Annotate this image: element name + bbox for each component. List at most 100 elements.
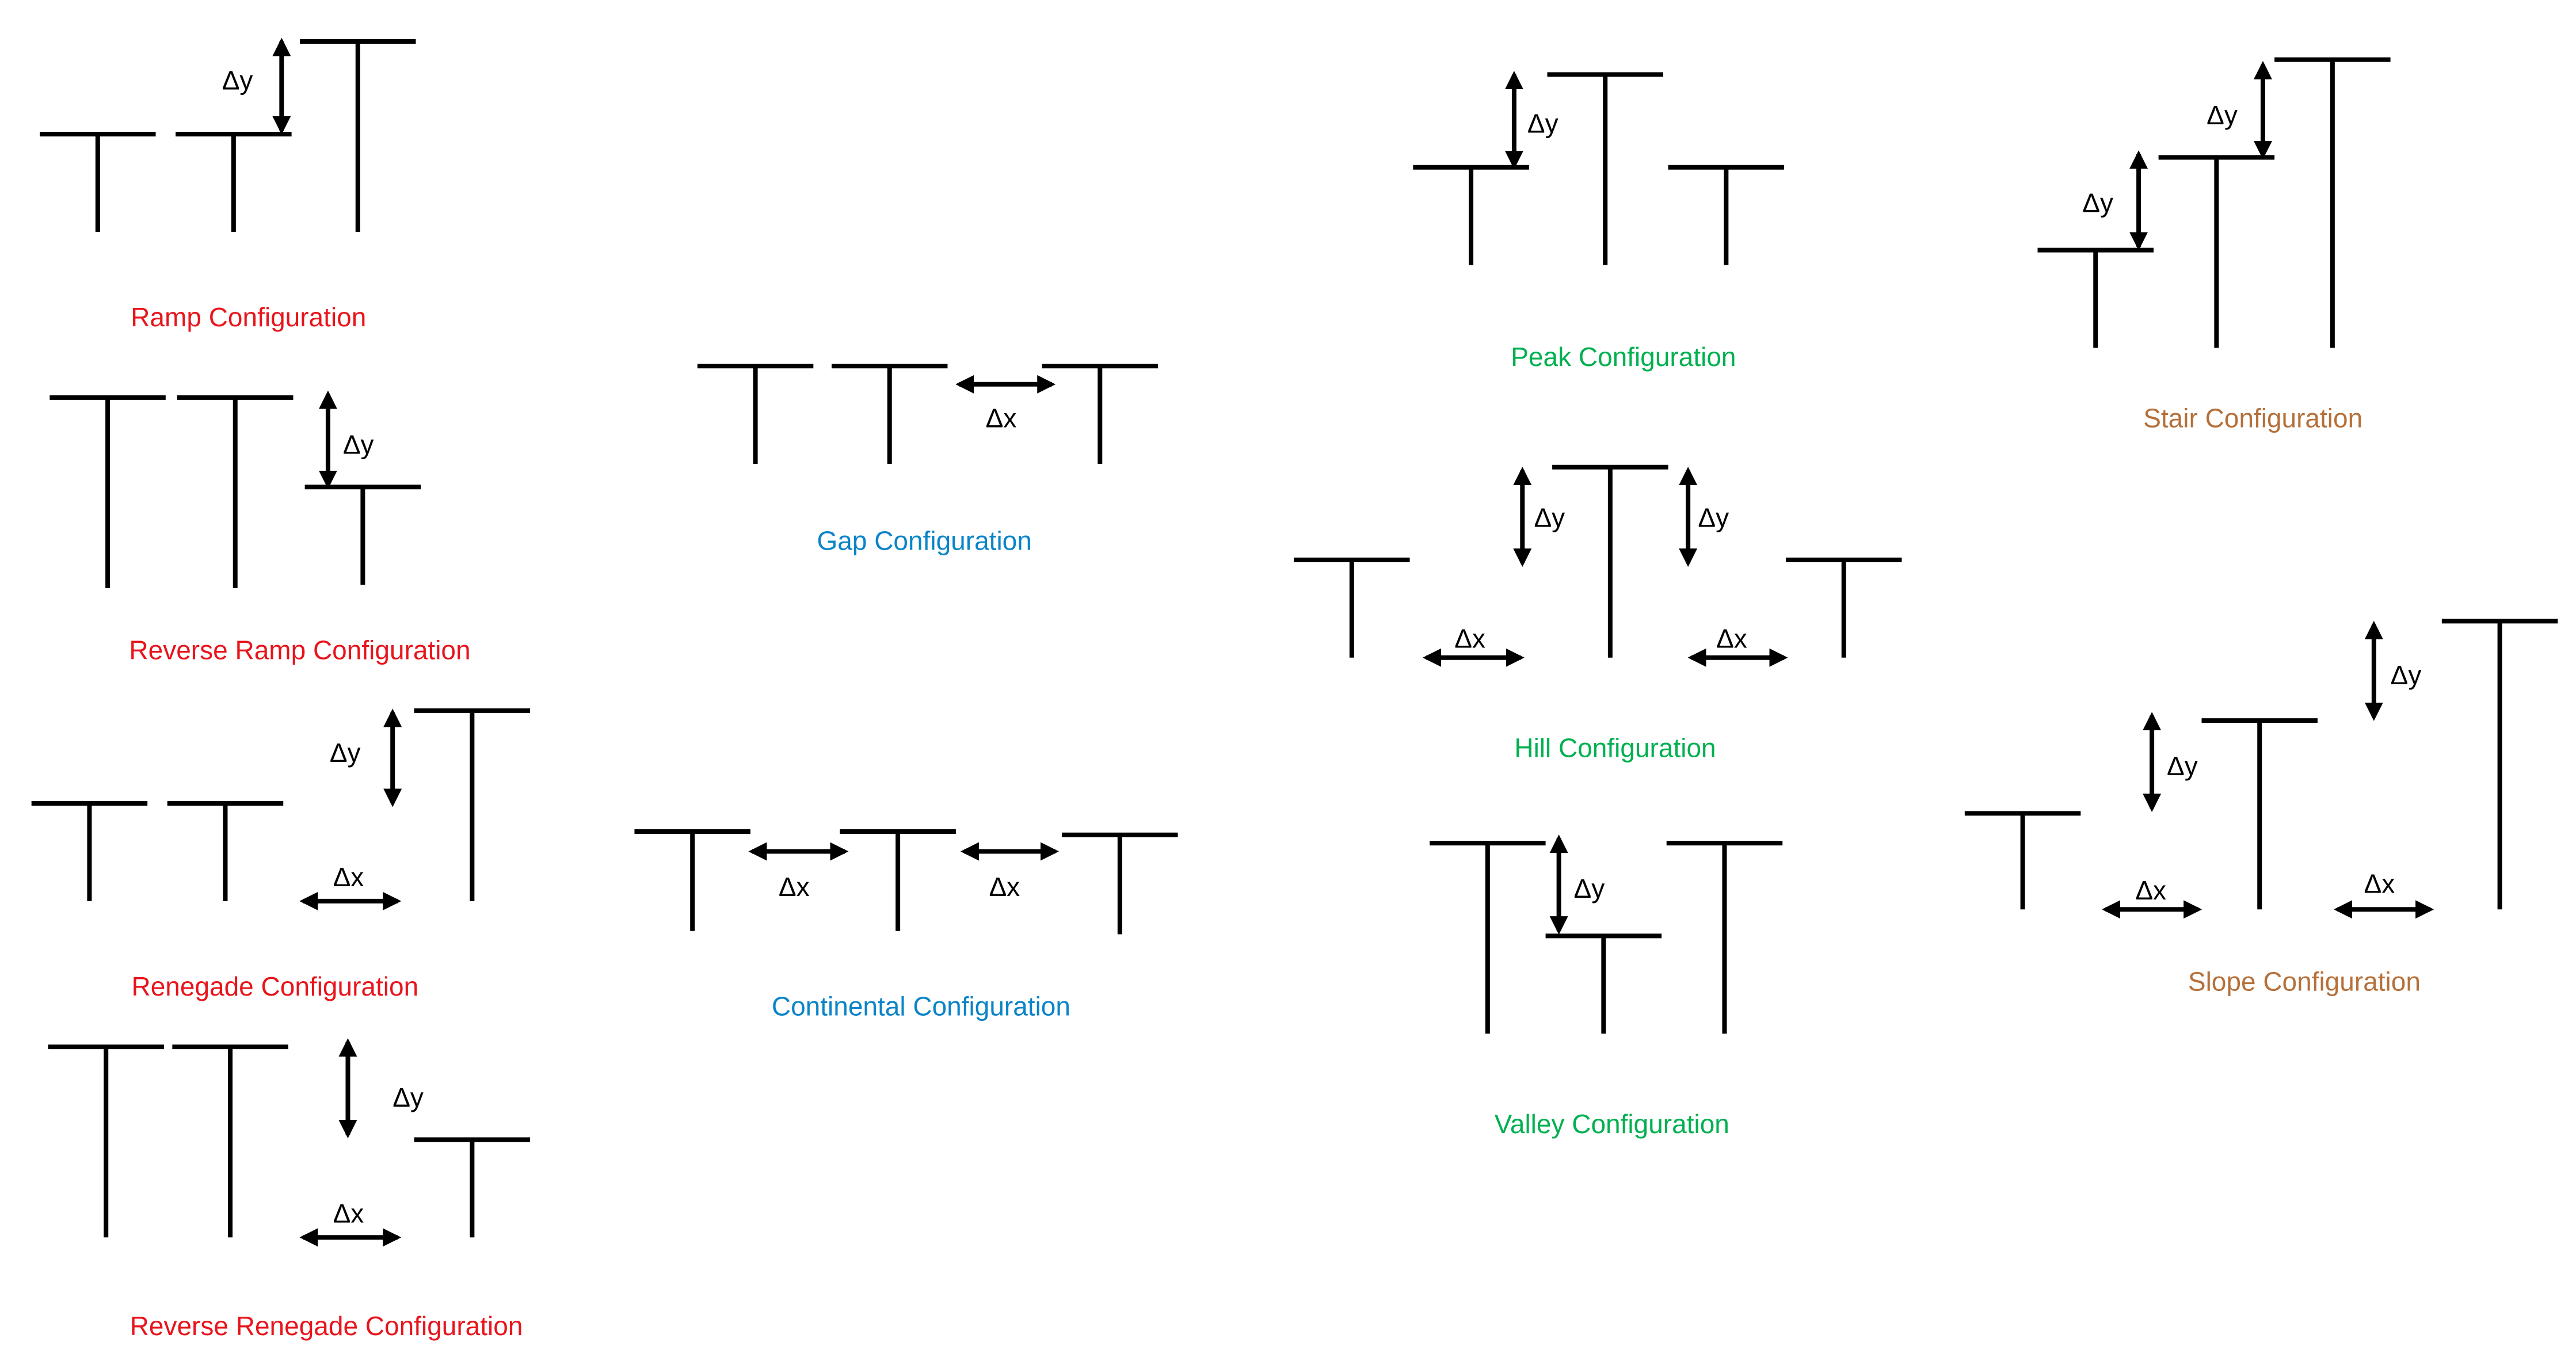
t-post bbox=[1964, 811, 2081, 910]
t-post bbox=[840, 829, 956, 931]
t-post bbox=[634, 829, 750, 931]
t-post bbox=[1545, 933, 1662, 1034]
peak-caption: Peak Configuration bbox=[1511, 342, 1736, 372]
delta-y-arrow: Δy bbox=[330, 708, 402, 807]
t-post bbox=[2158, 155, 2275, 348]
t-post bbox=[1062, 832, 1178, 935]
continental-shape: Δx Δx bbox=[634, 829, 1178, 935]
delta-y-arrow: Δy bbox=[2082, 150, 2148, 251]
delta-y-arrow: Δy bbox=[318, 390, 374, 489]
ramp-caption: Ramp Configuration bbox=[131, 302, 366, 332]
t-post bbox=[31, 801, 148, 901]
t-post bbox=[177, 395, 294, 588]
valley-caption: Valley Configuration bbox=[1495, 1109, 1729, 1139]
t-post bbox=[2037, 247, 2154, 348]
t-post bbox=[300, 39, 416, 232]
delta-y-arrow: Δy bbox=[222, 37, 291, 135]
t-post bbox=[40, 132, 156, 232]
reverse-renegade-caption: Reverse Renegade Configuration bbox=[130, 1311, 523, 1341]
delta-y-arrow: Δy bbox=[1504, 71, 1558, 170]
delta-y-label: Δy bbox=[2391, 660, 2422, 690]
delta-x-label: Δx bbox=[1716, 623, 1747, 653]
renegade-caption: Renegade Configuration bbox=[131, 971, 418, 1001]
ramp-shape: Δy bbox=[40, 37, 416, 232]
delta-x-label: Δx bbox=[333, 862, 364, 892]
t-post bbox=[1552, 464, 1668, 658]
delta-x-label: Δx bbox=[986, 403, 1017, 433]
delta-x-arrow: Δx bbox=[2102, 875, 2202, 919]
t-post bbox=[167, 801, 284, 901]
t-post bbox=[49, 395, 166, 588]
delta-x-label: Δx bbox=[333, 1198, 364, 1228]
valley-shape: Δy bbox=[1430, 834, 1783, 1034]
delta-y-arrow: Δy bbox=[2143, 712, 2198, 813]
peak-shape: Δy bbox=[1413, 71, 1785, 265]
delta-x-arrow: Δx bbox=[955, 375, 1056, 433]
t-post bbox=[1042, 364, 1159, 464]
t-post bbox=[2441, 619, 2558, 910]
delta-y-label: Δy bbox=[1527, 108, 1558, 138]
t-post bbox=[1430, 841, 1546, 1034]
delta-x-arrow: Δx bbox=[299, 862, 402, 910]
delta-x-label: Δx bbox=[2364, 868, 2395, 898]
t-post bbox=[414, 1137, 531, 1238]
delta-x-arrow: Δx bbox=[299, 1198, 402, 1247]
delta-y-arrow: Δy bbox=[1513, 467, 1565, 567]
delta-y-label: Δy bbox=[343, 430, 374, 460]
gap-caption: Gap Configuration bbox=[817, 526, 1031, 556]
delta-x-label: Δx bbox=[989, 872, 1020, 902]
gap-shape: Δx bbox=[697, 364, 1159, 464]
t-post bbox=[48, 1044, 164, 1238]
t-post bbox=[1668, 165, 1785, 265]
delta-x-arrow: Δx bbox=[960, 842, 1059, 902]
t-post bbox=[304, 485, 421, 585]
t-post bbox=[172, 1044, 288, 1238]
delta-x-arrow: Δx bbox=[1687, 623, 1788, 667]
delta-y-label: Δy bbox=[2167, 751, 2198, 781]
t-post bbox=[1413, 165, 1529, 265]
delta-y-label: Δy bbox=[393, 1082, 424, 1112]
delta-y-label: Δy bbox=[330, 738, 361, 768]
delta-y-label: Δy bbox=[222, 65, 253, 95]
delta-x-arrow: Δx bbox=[748, 842, 849, 902]
delta-y-label: Δy bbox=[2082, 188, 2113, 218]
stair-caption: Stair Configuration bbox=[2143, 403, 2362, 433]
delta-x-label: Δx bbox=[779, 872, 810, 902]
delta-y-label: Δy bbox=[1698, 502, 1729, 532]
t-post bbox=[1666, 841, 1783, 1034]
t-post bbox=[176, 132, 292, 232]
reverse-ramp-caption: Reverse Ramp Configuration bbox=[129, 635, 470, 665]
delta-x-arrow: Δx bbox=[2334, 868, 2434, 919]
delta-y-arrow: Δy bbox=[338, 1038, 424, 1139]
hill-caption: Hill Configuration bbox=[1514, 733, 1716, 763]
t-post bbox=[831, 364, 948, 464]
delta-y-arrow: Δy bbox=[1549, 834, 1605, 935]
delta-y-label: Δy bbox=[2207, 100, 2238, 130]
t-post bbox=[2201, 718, 2318, 910]
t-post bbox=[414, 708, 531, 901]
slope-caption: Slope Configuration bbox=[2188, 966, 2421, 996]
t-post bbox=[697, 364, 814, 464]
t-post bbox=[1547, 72, 1663, 265]
continental-caption: Continental Configuration bbox=[772, 991, 1070, 1021]
delta-x-arrow: Δx bbox=[1422, 623, 1525, 667]
t-post bbox=[1294, 557, 1410, 658]
t-post bbox=[2274, 57, 2391, 348]
delta-y-label: Δy bbox=[1574, 874, 1605, 903]
delta-y-arrow: Δy bbox=[1679, 467, 1729, 567]
delta-y-arrow: Δy bbox=[2207, 60, 2272, 159]
delta-y-arrow: Δy bbox=[2364, 620, 2422, 721]
delta-y-label: Δy bbox=[1534, 502, 1565, 532]
reverse-ramp-shape: Δy bbox=[49, 390, 421, 588]
delta-x-label: Δx bbox=[1454, 623, 1485, 653]
delta-x-label: Δx bbox=[2135, 875, 2166, 905]
t-post bbox=[1785, 557, 1902, 658]
